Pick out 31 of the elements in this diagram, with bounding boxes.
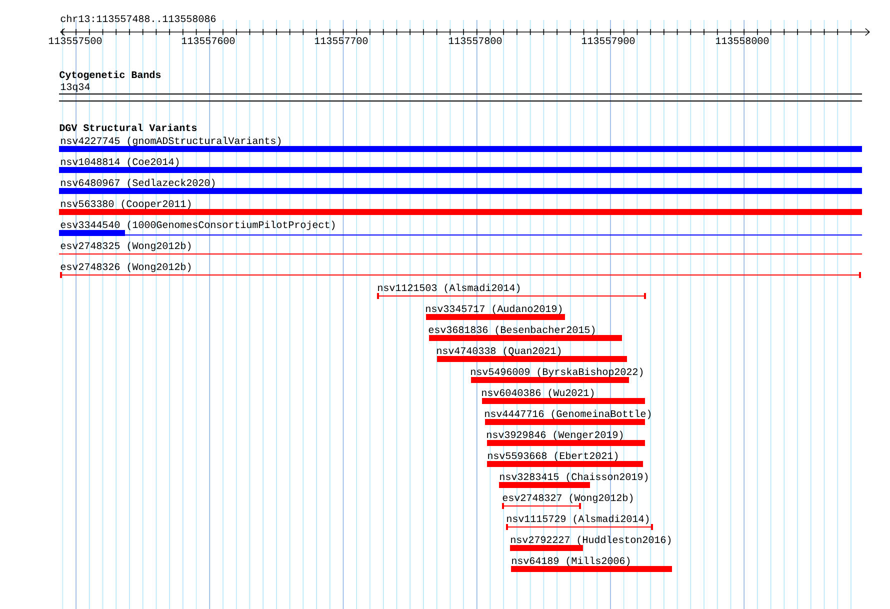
variant-label: nsv2792227 (Huddleston2016) [511, 536, 671, 546]
variant-label: nsv1048814 (Coe2014) [61, 158, 179, 168]
variant-label: esv2748326 (Wong2012b) [60, 262, 191, 272]
tick-label: 113557900 [582, 37, 635, 44]
variant-label: esv3344540 (1000GenomesConsortiumPilotProject) [60, 220, 335, 230]
track-heading: Cytogenetic Bands [60, 70, 161, 80]
variant-label: nsv1121503 (Alsmadi2014) [378, 284, 520, 294]
tick-label: 113557600 [182, 37, 235, 44]
variant-label: nsv3283415 (Chaisson2019) [500, 472, 648, 482]
variant-label: nsv4227745 (gnomADStructuralVariants) [61, 136, 281, 146]
variant-label: nsv3929846 (Wenger2019) [487, 430, 623, 440]
tick-label: 113557500 [48, 37, 102, 44]
variant-label: nsv64189 (Mills2006) [512, 556, 630, 566]
variant-label: nsv6480967 (Sedlazeck2020) [61, 178, 215, 188]
variant-label: nsv4447716 (GenomeinaBottle) [485, 410, 651, 420]
track-label: 13q34 [60, 83, 90, 92]
variant-label: nsv6040386 (Wu2021) [482, 388, 594, 398]
track-heading: DGV Structural Variants [60, 124, 197, 132]
variant-label: nsv1115729 (Alsmadi2014) [507, 514, 649, 524]
variant-label: nsv5593668 (Ebert2021) [488, 452, 618, 462]
variant-label: esv2748325 (Wong2012b) [60, 242, 191, 252]
variant-label: nsv5496009 (ByrskaBishop2022) [471, 368, 643, 378]
tick-label: 113557700 [314, 37, 368, 44]
variant-label: nsv3345717 (Audano2019) [426, 304, 562, 314]
track-label: chr13:113557488..113558086 [60, 14, 216, 22]
tick-label: 113557800 [448, 37, 502, 44]
variant-label: esv2748327 (Wong2012b) [502, 494, 633, 504]
variant-label: nsv4740338 (Quan2021) [437, 346, 561, 356]
variant-label: nsv563380 (Cooper2011) [61, 200, 191, 210]
tick-label: 113558000 [716, 37, 769, 44]
variant-label: esv3681836 (Besenbacher2015) [428, 326, 595, 336]
